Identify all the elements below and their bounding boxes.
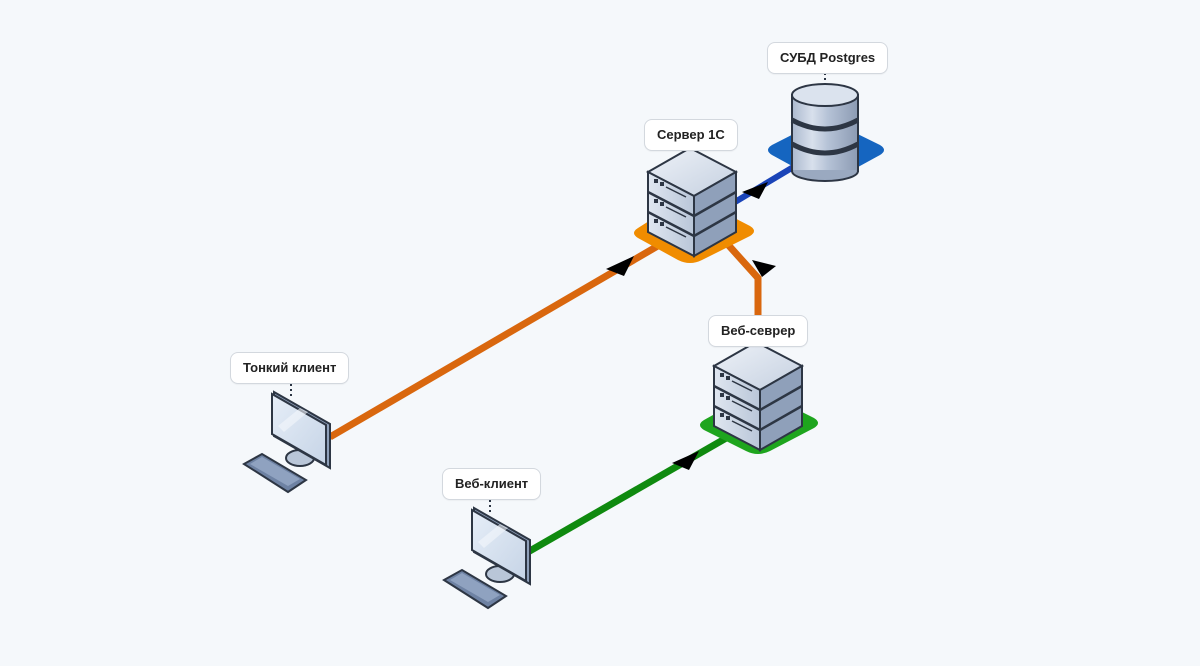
thin-client-label: Тонкий клиент <box>230 352 350 384</box>
arrow-head-web-client <box>672 451 699 470</box>
server-rack-icon <box>712 340 804 452</box>
connection-thin-client-server1c <box>328 236 670 441</box>
web-client-label: Веб-клиент <box>442 468 542 500</box>
arrow-head-db <box>742 182 768 199</box>
server1c-node[interactable] <box>634 146 754 263</box>
connection-webserver-server1c <box>719 235 762 318</box>
arrow-head-thin-client <box>606 256 634 276</box>
server-rack-icon <box>645 146 739 258</box>
connection-web-client-webserver <box>526 429 737 556</box>
server1c-label: Сервер 1С <box>644 119 738 151</box>
label-leaders <box>290 73 826 512</box>
web-client-node[interactable] <box>442 506 531 610</box>
db-label: СУБД Postgres <box>767 42 889 74</box>
database-icon <box>790 83 860 182</box>
desktop-computer-icon <box>242 390 331 494</box>
arrow-head-webserver-up <box>752 260 776 277</box>
webserver-label: Веб-севрер <box>708 315 809 347</box>
webserver-node[interactable] <box>700 340 818 454</box>
desktop-computer-icon <box>442 506 531 610</box>
thin-client-node[interactable] <box>242 390 331 494</box>
db-node[interactable] <box>768 83 884 182</box>
